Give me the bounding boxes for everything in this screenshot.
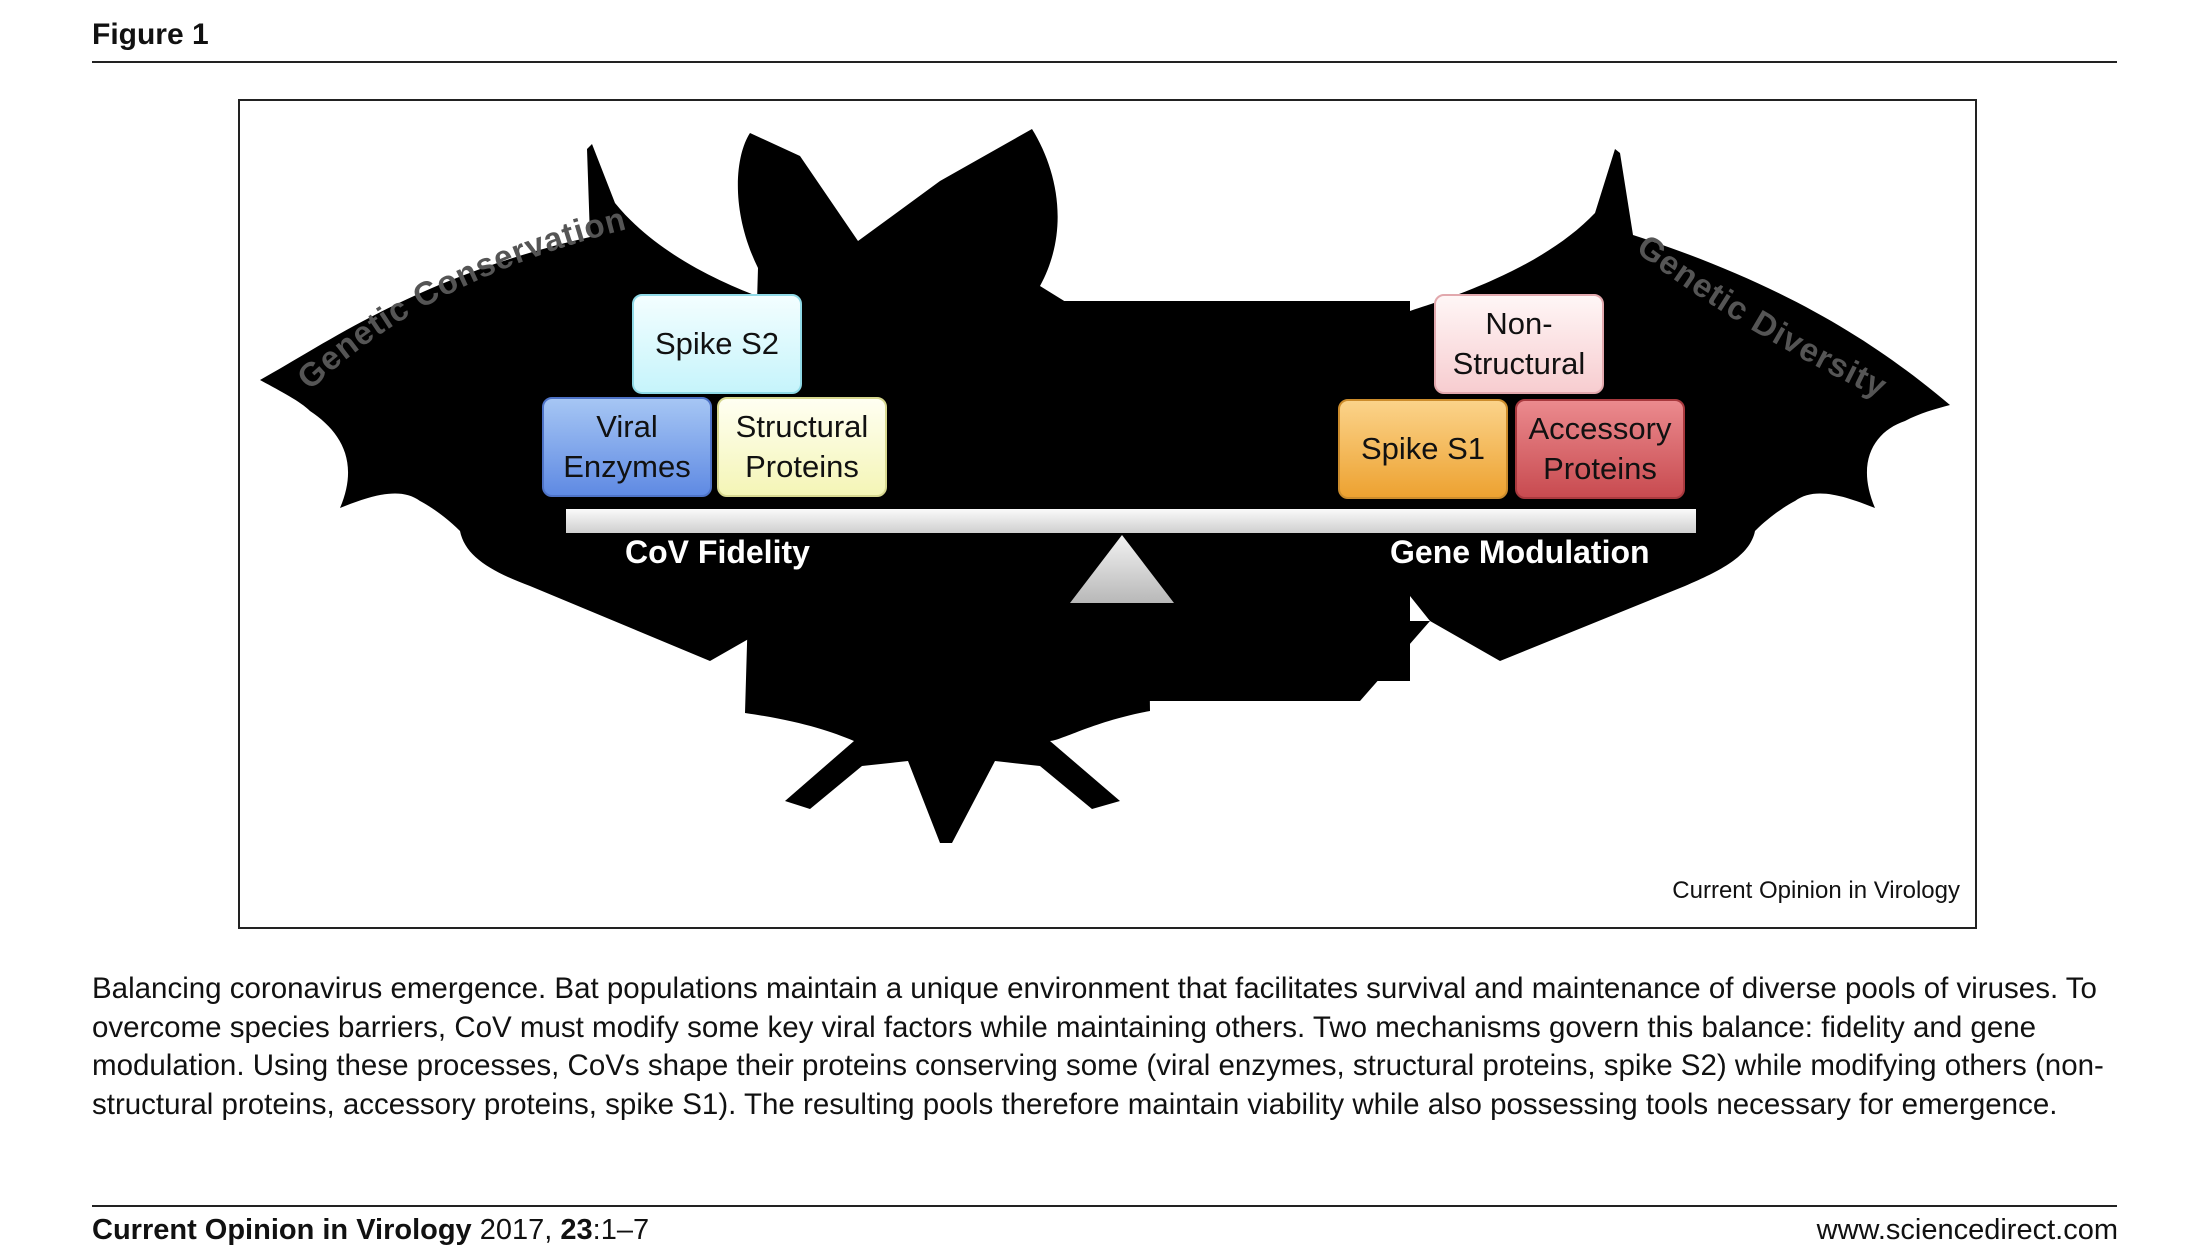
structural-proteins-line1: Structural <box>736 409 869 444</box>
bottom-rule <box>92 1205 2117 1207</box>
non-structural-line1: Non- <box>1485 306 1552 341</box>
footer-year: 2017, <box>480 1214 553 1246</box>
non-structural-line2: Structural <box>1453 346 1586 381</box>
viral-enzymes-line1: Viral <box>596 409 657 444</box>
spike-s2-label: Spike S2 <box>655 324 779 364</box>
gene-modulation-label: Gene Modulation <box>1390 534 1650 571</box>
footer-website-link[interactable]: www.sciencedirect.com <box>1817 1214 2118 1247</box>
viral-enzymes-line2: Enzymes <box>563 449 690 484</box>
spike-s1-label: Spike S1 <box>1361 429 1485 469</box>
footer-pages: :1–7 <box>593 1214 649 1246</box>
footer-volume: 23 <box>560 1214 592 1246</box>
balance-beam <box>566 509 1696 533</box>
figure-panel: Genetic Conservation Genetic Diversity S… <box>238 99 1977 929</box>
spike-s2-box: Spike S2 <box>632 294 802 394</box>
cov-fidelity-label: CoV Fidelity <box>625 534 810 571</box>
top-rule <box>92 61 2117 63</box>
figure-caption: Balancing coronavirus emergence. Bat pop… <box>92 970 2122 1124</box>
non-structural-box: Non- Structural <box>1434 294 1604 394</box>
accessory-proteins-line1: Accessory <box>1529 411 1672 446</box>
bat-diagram: Genetic Conservation Genetic Diversity <box>240 101 1975 927</box>
spike-s1-box: Spike S1 <box>1338 399 1508 499</box>
footer-citation: Current Opinion in Virology 2017, 23:1–7 <box>92 1214 649 1247</box>
figure-credit: Current Opinion in Virology <box>1672 877 1960 905</box>
footer-journal: Current Opinion in Virology <box>92 1214 472 1246</box>
figure-label: Figure 1 <box>92 18 209 52</box>
accessory-proteins-line2: Proteins <box>1543 451 1657 486</box>
structural-proteins-line2: Proteins <box>745 449 859 484</box>
